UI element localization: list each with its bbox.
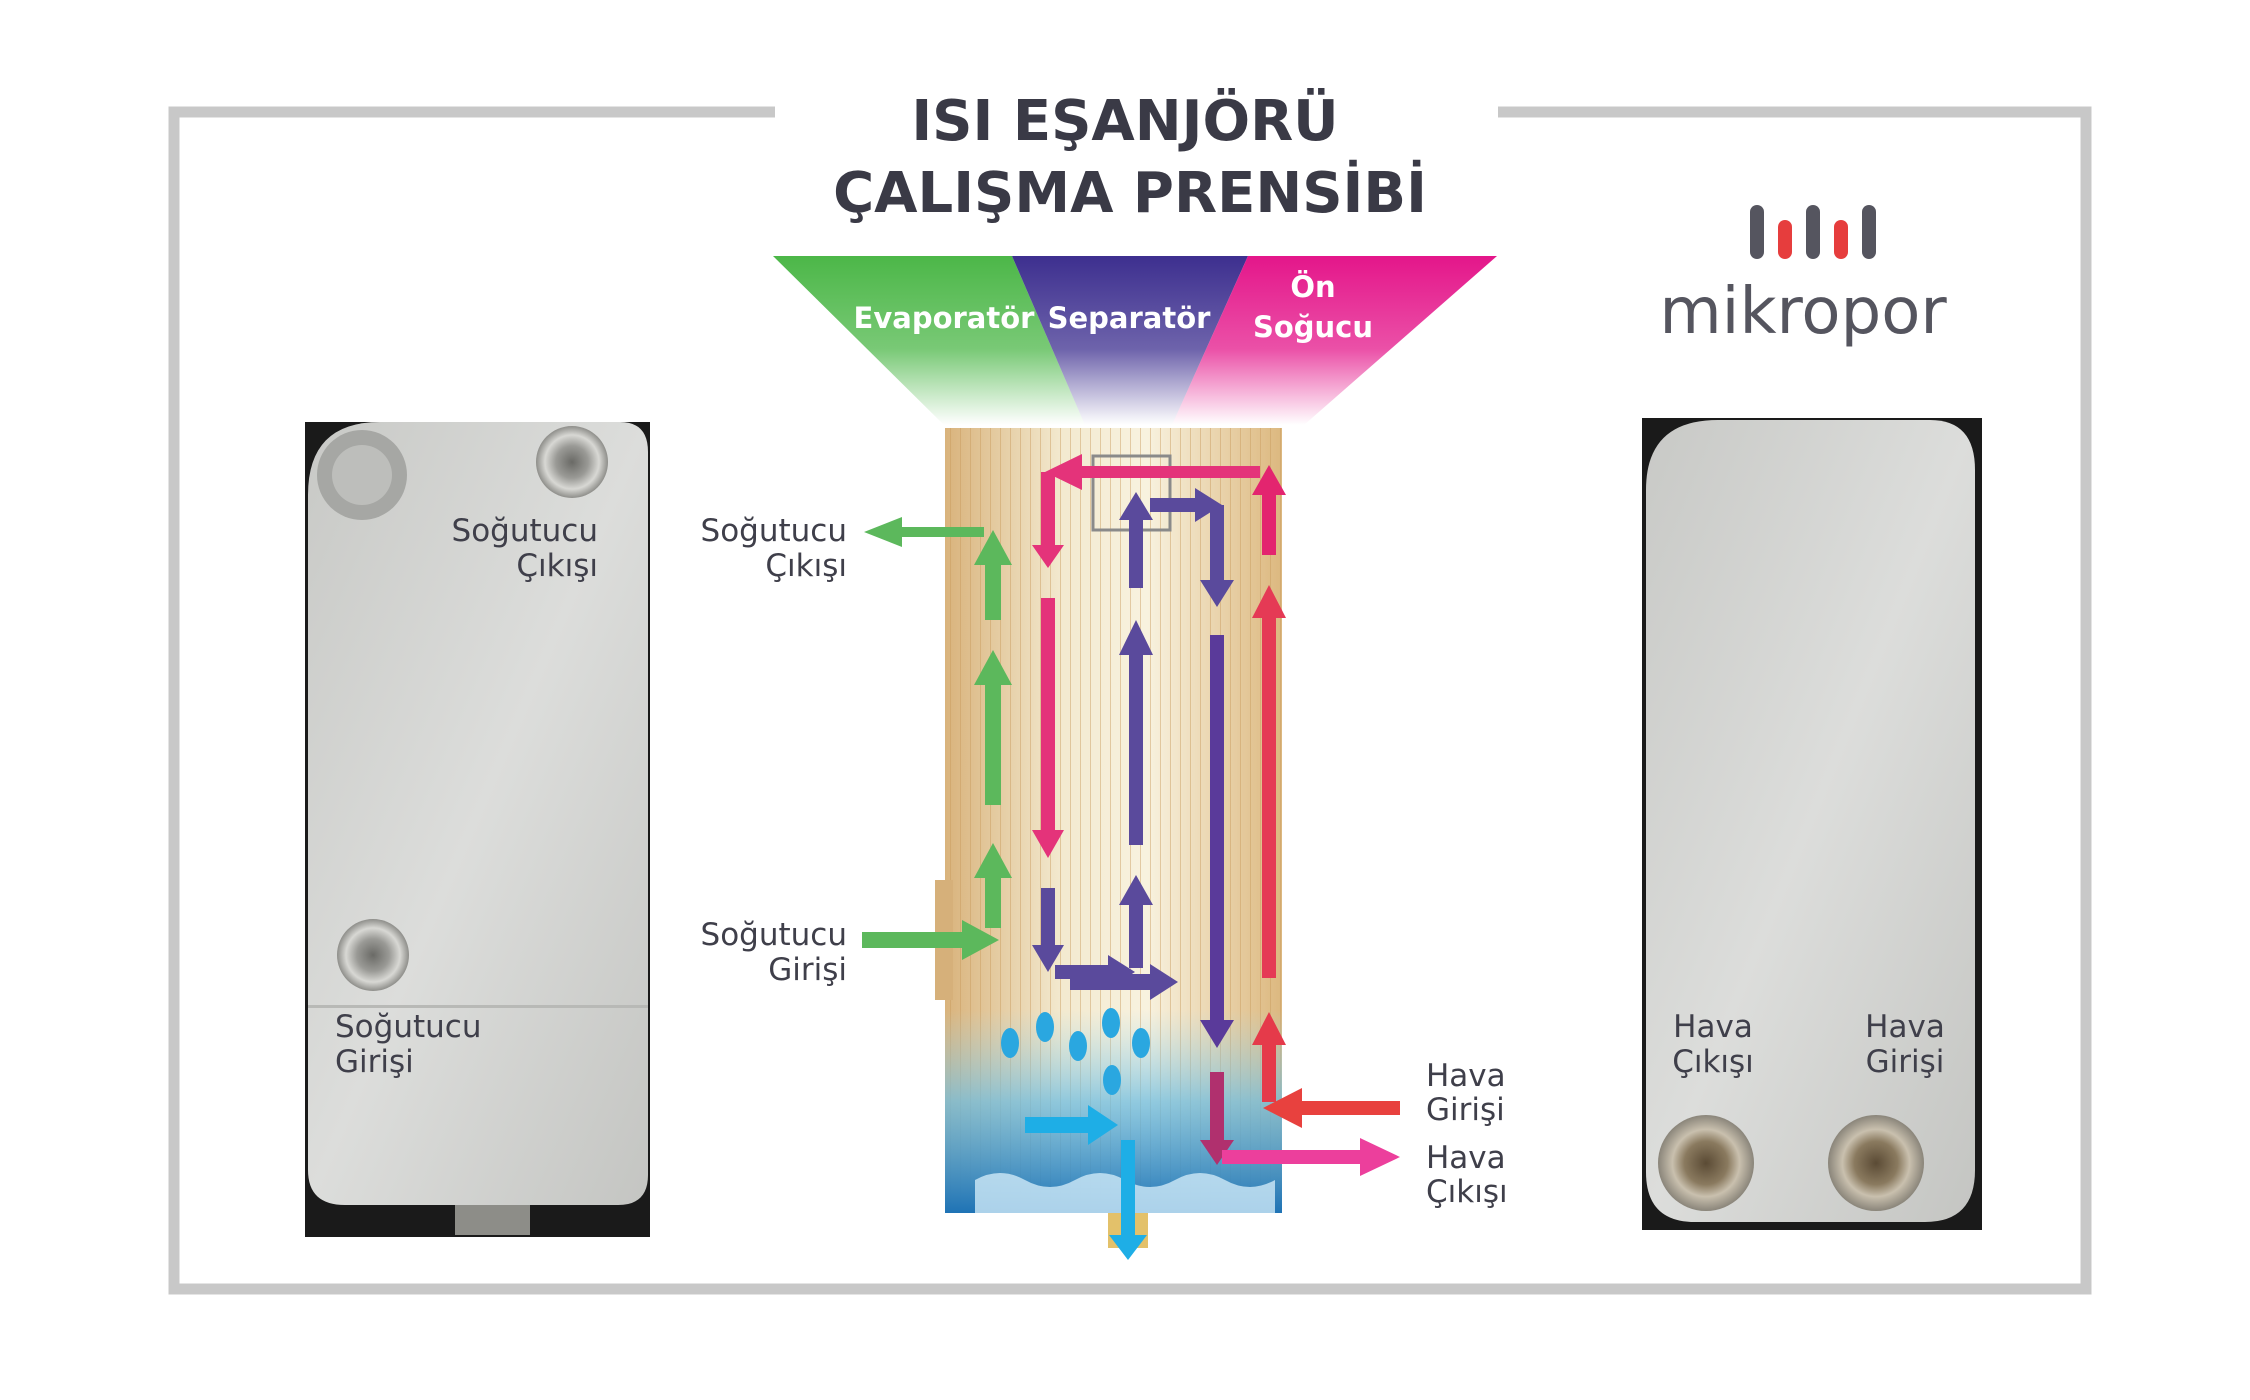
zone-evaporator-label: Evaporatör xyxy=(854,301,1036,335)
water-drop-icon xyxy=(1069,1031,1087,1061)
zone-precooler-label-line-2: Soğucu xyxy=(1253,310,1373,344)
brand-mark-icon xyxy=(1750,205,1876,259)
center-coolant-in-line-2: Girişi xyxy=(768,952,847,988)
air-in-arrow xyxy=(1263,1088,1400,1128)
water-right-arrow xyxy=(1025,1105,1118,1145)
center-air-in-line-1: Hava xyxy=(1426,1058,1506,1094)
precooler-up-arrow xyxy=(1252,1012,1286,1102)
water-drop-icon xyxy=(1103,1065,1121,1095)
coolant-up-arrow xyxy=(974,650,1012,805)
separator-right-arrow xyxy=(1070,964,1178,1000)
center-coolant-out-line-2: Çıkışı xyxy=(765,548,847,584)
water-drop-icon xyxy=(1036,1012,1054,1042)
zone-evaporator-band xyxy=(773,256,1085,425)
left-plate-port-top xyxy=(536,426,608,498)
evaporator-arrows xyxy=(1032,454,1260,858)
zone-precooler-band xyxy=(1172,256,1497,425)
water-drop-icon xyxy=(1132,1028,1150,1058)
water-drop-icon xyxy=(1102,1008,1120,1038)
center-coolant-out-line-1: Soğutucu xyxy=(701,513,847,549)
right-plate-air-in-line-2: Girişi xyxy=(1866,1044,1945,1080)
brand-logo: mikropor xyxy=(1659,205,1947,349)
right-plate-port-left xyxy=(1658,1115,1754,1211)
air-out-arrow xyxy=(1222,1138,1400,1176)
separator-up-arrow xyxy=(1119,492,1153,588)
left-plate-coolant-in-line-2: Girişi xyxy=(335,1044,414,1080)
condensate-drops xyxy=(1001,1008,1150,1095)
zone-funnel: Evaporatör Separatör Ön Soğucu xyxy=(773,256,1497,425)
coolant-arrows xyxy=(862,517,1012,960)
precooler-down-arrow xyxy=(1200,635,1234,1048)
zone-separator-label: Separatör xyxy=(1048,301,1212,335)
separator-up-arrow xyxy=(1119,875,1153,968)
brand-name: mikropor xyxy=(1659,275,1947,349)
center-coolant-in-line-1: Soğutucu xyxy=(701,917,847,953)
title-line-2: ÇALIŞMA PRENSİBİ xyxy=(833,161,1427,226)
precooler-arrows xyxy=(1200,465,1286,1165)
precooler-up-arrow xyxy=(1252,465,1286,555)
right-plate-port-right xyxy=(1828,1115,1924,1211)
left-plate-coolant-out-line-1: Soğutucu xyxy=(452,513,598,549)
coolant-out-arrow xyxy=(864,517,984,547)
center-air-in-line-2: Girişi xyxy=(1426,1092,1505,1128)
separator-right-arrow xyxy=(1150,488,1222,522)
water-drain-arrow xyxy=(1109,1140,1147,1260)
title-line-1: ISI EŞANJÖRÜ xyxy=(911,89,1338,154)
coolant-up-arrow xyxy=(974,530,1012,620)
water-drop-icon xyxy=(1001,1028,1019,1058)
right-plate-air-out-line-1: Hava xyxy=(1673,1009,1753,1045)
evaporator-left-arrow xyxy=(1045,454,1260,490)
center-air-out-line-1: Hava xyxy=(1426,1140,1506,1176)
evaporator-down-arrow xyxy=(1032,598,1064,858)
left-plate-port-bottom xyxy=(337,919,409,991)
zone-separator-band xyxy=(1012,256,1248,425)
separator-down-arrow xyxy=(1200,505,1234,607)
separator-up-arrow xyxy=(1119,620,1153,845)
center-air-out-line-2: Çıkışı xyxy=(1426,1174,1508,1210)
precooler-up-arrow xyxy=(1252,585,1286,978)
left-plate-coolant-out-line-2: Çıkışı xyxy=(516,548,598,584)
left-plate-coolant-in-line-1: Soğutucu xyxy=(335,1009,481,1045)
zone-precooler-label-line-1: Ön xyxy=(1290,270,1335,304)
water-arrows xyxy=(1025,1105,1147,1260)
right-plate-air-out-line-2: Çıkışı xyxy=(1672,1044,1754,1080)
separator-arrows xyxy=(1032,488,1234,1000)
coolant-up-arrow xyxy=(974,843,1012,928)
coolant-in-arrow xyxy=(862,920,999,960)
separator-down-arrow xyxy=(1032,888,1064,972)
evaporator-down-arrow xyxy=(1032,472,1064,568)
left-plate: Soğutucu Çıkışı Soğutucu Girişi xyxy=(305,422,650,1237)
right-plate-air-in-line-1: Hava xyxy=(1865,1009,1945,1045)
air-arrows xyxy=(1222,1088,1400,1176)
precooler-down-arrow xyxy=(1200,1072,1234,1165)
right-plate: Hava Çıkışı Hava Girişi xyxy=(1642,418,1982,1230)
outer-frame xyxy=(168,106,2092,1295)
